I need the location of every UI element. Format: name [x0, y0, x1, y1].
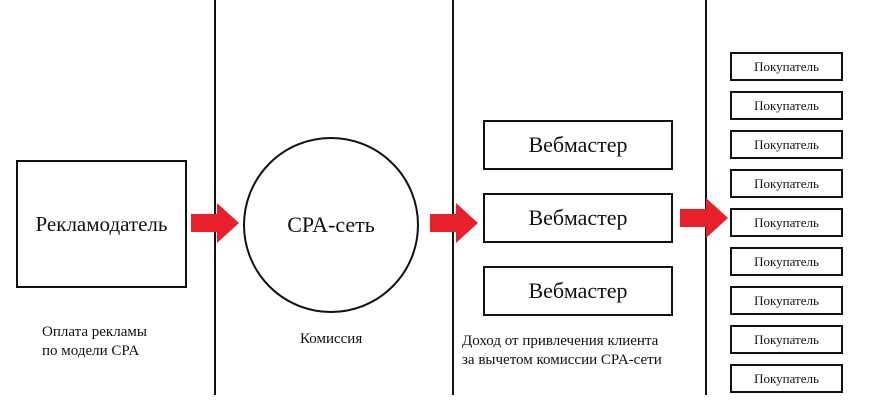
buyer-box: Покупатель — [730, 325, 843, 354]
buyer-label: Покупатель — [754, 214, 819, 230]
buyer-box: Покупатель — [730, 247, 843, 276]
network-caption: Комиссия — [300, 331, 363, 347]
buyer-box: Покупатель — [730, 130, 843, 159]
arrow-right-icon — [191, 203, 239, 243]
column-divider — [214, 0, 216, 395]
advertiser-caption: Оплата рекламы по модели CPA — [42, 323, 147, 361]
advertiser-label: Рекламодатель — [35, 211, 168, 236]
webmaster-label: Вебмастер — [528, 205, 628, 230]
webmaster-box: Вебмастер — [483, 120, 673, 170]
advertiser-box: Рекламодатель — [16, 160, 187, 288]
caption-line: по модели CPA — [42, 343, 140, 359]
buyer-box: Покупатель — [730, 208, 843, 237]
buyer-box: Покупатель — [730, 364, 843, 393]
arrow-right-icon — [680, 198, 728, 238]
arrow-right-icon — [430, 203, 478, 243]
buyer-label: Покупатель — [754, 97, 819, 113]
buyer-label: Покупатель — [754, 292, 819, 308]
buyer-box: Покупатель — [730, 52, 843, 81]
buyer-label: Покупатель — [754, 253, 819, 269]
buyer-box: Покупатель — [730, 286, 843, 315]
caption-line: за вычетом комиссии CPA-сети — [462, 352, 662, 368]
network-label: CPA-сеть — [287, 212, 375, 237]
webmaster-label: Вебмастер — [528, 132, 628, 157]
column-divider — [705, 0, 707, 395]
caption-line: Оплата рекламы — [42, 324, 147, 340]
webmaster-caption: Доход от привлечения клиента за вычетом к… — [462, 332, 662, 370]
buyer-box: Покупатель — [730, 169, 843, 198]
buyer-label: Покупатель — [754, 370, 819, 386]
webmaster-box: Вебмастер — [483, 266, 673, 316]
buyer-label: Покупатель — [754, 136, 819, 152]
buyer-label: Покупатель — [754, 175, 819, 191]
webmaster-box: Вебмастер — [483, 193, 673, 243]
buyer-label: Покупатель — [754, 331, 819, 347]
buyer-label: Покупатель — [754, 58, 819, 74]
buyer-box: Покупатель — [730, 91, 843, 120]
column-divider — [452, 0, 454, 395]
cpa-network-circle: CPA-сеть — [243, 137, 419, 313]
caption-line: Доход от привлечения клиента — [462, 333, 659, 349]
webmaster-label: Вебмастер — [528, 278, 628, 303]
